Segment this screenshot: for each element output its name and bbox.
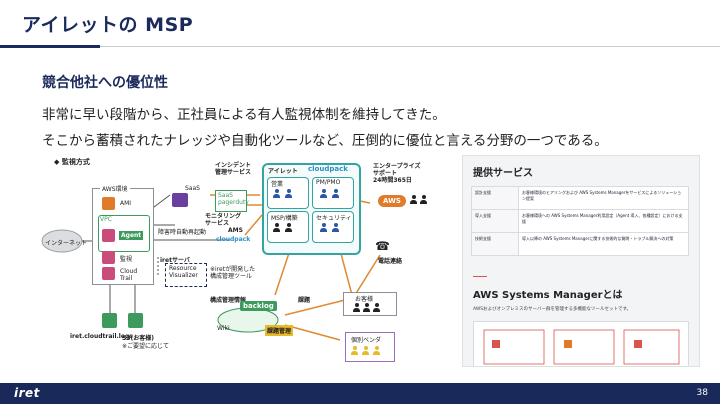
- monitoring-label: モニタリング サービス: [205, 213, 242, 227]
- row-key: 技術支援: [471, 232, 519, 256]
- body-line-1: 非常に早い段階から、正社員による有人監視体制を維持してきた。: [42, 107, 446, 123]
- ssm-description: AWSおよびオンプレミスのサーバー群を管理する多機能なツールセットです。: [473, 307, 632, 312]
- wiki-label: Wiki: [217, 325, 230, 332]
- footer-bar: iret 38: [0, 383, 720, 404]
- table-row: 技術支援 導入以降の AWS Systems Managerに関する技術的な質問…: [471, 232, 689, 256]
- diagram-heading: ◆ 監視方式: [54, 158, 90, 166]
- s3-label: S3(お客様): [122, 335, 154, 342]
- customer-box: [343, 292, 397, 316]
- person-icon: [285, 189, 292, 198]
- team-cloudpack-logo: cloudpack: [308, 165, 348, 173]
- table-row: 導入支援 お客様環境への AWS Systems Manager利用設定（Age…: [471, 209, 689, 233]
- vpc-label: VPC: [100, 216, 112, 223]
- role-pm: [312, 177, 354, 209]
- iret-logo: iret: [14, 386, 40, 400]
- role-security-label: セキュリティ: [316, 215, 352, 222]
- ssm-heading: AWS Systems Managerとは: [473, 290, 623, 301]
- failure-restart-label: 障害時自動再起動: [158, 229, 207, 236]
- customer-label: お客様: [355, 296, 374, 303]
- person-icon: [285, 223, 292, 232]
- cloudtrail-icon: [102, 267, 115, 280]
- person-icon: [332, 189, 339, 198]
- resource-visualizer-box: [165, 263, 207, 287]
- row-key: 設計支援: [471, 186, 519, 210]
- vendor-label: 個別ベンダ: [351, 337, 382, 344]
- person-icon: [410, 195, 417, 204]
- service-heading: 提供サービス: [473, 168, 533, 179]
- ams-cloudpack-logo: cloudpack: [216, 236, 251, 243]
- person-icon: [273, 189, 280, 198]
- iret-team-label: アイレット: [268, 168, 298, 175]
- vpc-box: [98, 215, 150, 252]
- ticket-label: 課題: [298, 297, 311, 304]
- logs-bucket-icon: [102, 313, 117, 328]
- role-security: [312, 211, 354, 243]
- config-mgmt-label: 構成管理情報: [210, 297, 247, 304]
- table-row: 設計支援 お客様環境のヒアリングおよび AWS Systems Managerを…: [471, 186, 689, 210]
- architecture-thumbnail: [473, 321, 689, 366]
- agent-icon: [102, 229, 115, 242]
- aws-env-label: AWS環境: [100, 184, 130, 193]
- page-number: 38: [696, 388, 708, 398]
- service-table: 設計支援 お客様環境のヒアリングおよび AWS Systems Managerを…: [471, 186, 689, 256]
- person-icon: [273, 223, 280, 232]
- role-sales-label: 営業: [271, 181, 284, 188]
- ams-label: AMS: [228, 227, 243, 234]
- incident-label: インシデント 管理サービス: [215, 162, 252, 176]
- person-icon: [363, 303, 370, 312]
- backlog-logo: backlog: [240, 301, 277, 311]
- pagerduty-label: SaaS pagerduty: [218, 192, 249, 206]
- panel-accent-line: [473, 276, 487, 277]
- person-icon: [420, 195, 427, 204]
- ami-label: AMI: [120, 200, 132, 207]
- role-pm-label: PM/PMO: [316, 179, 341, 186]
- service-panel: 提供サービス 設計支援 お客様環境のヒアリングおよび AWS Systems M…: [462, 155, 700, 367]
- ticket-mgmt-label: 課題管理: [265, 325, 294, 336]
- person-icon: [373, 346, 380, 355]
- role-msp-label: MSP/構築: [271, 215, 298, 222]
- role-msp: [267, 211, 309, 243]
- person-icon: [320, 189, 327, 198]
- logs-label: iret.cloudtrail.logs: [70, 333, 133, 340]
- monitor-icon: [102, 251, 115, 264]
- title-divider: [0, 46, 720, 47]
- ami-icon: [102, 197, 115, 210]
- cloudtrail-label: Cloud Trail: [120, 268, 138, 282]
- row-key: 導入支援: [471, 209, 519, 233]
- s3-note: ※ご要望に応じて: [122, 343, 170, 350]
- slide-title: アイレットの MSP: [22, 14, 194, 36]
- phone-icon: ☎: [375, 239, 390, 253]
- person-icon: [373, 303, 380, 312]
- title-divider-accent: [0, 45, 100, 48]
- row-value: 導入以降の AWS Systems Managerに関する技術的な質問・トラブル…: [518, 232, 689, 256]
- pagerduty-box: [215, 190, 247, 212]
- monitor-label: 監視: [120, 256, 133, 263]
- person-icon: [351, 346, 358, 355]
- row-value: お客様環境への AWS Systems Manager利用設定（Agent 導入…: [518, 209, 689, 233]
- person-icon: [362, 346, 369, 355]
- enterprise-support-label: エンタープライズ サポート 24時間365日: [373, 163, 421, 184]
- section-subtitle: 競合他社への優位性: [42, 75, 168, 91]
- iret-tool-note: ※iretが開発した 構成管理ツール: [210, 266, 256, 280]
- saas-app-icon: [172, 193, 188, 207]
- person-icon: [332, 223, 339, 232]
- person-icon: [353, 303, 360, 312]
- iret-server-label: iretサーバ: [160, 257, 190, 264]
- body-line-2: そこから蓄積されたナレッジや自動化ツールなど、圧倒的に優位と言える分野の一つであ…: [42, 133, 608, 149]
- resource-visualizer-label: Resource Visualizer: [169, 265, 198, 279]
- row-value: お客様環境のヒアリングおよび AWS Systems Managerをサービスに…: [518, 186, 689, 210]
- s3-bucket-icon: [128, 313, 143, 328]
- monitoring-diagram: ◆ 監視方式 AWS環境 VPC AMI Agent 監視 Cloud Trai…: [40, 155, 445, 375]
- aws-badge: AWS: [378, 195, 406, 207]
- role-sales: [267, 177, 309, 209]
- diagram-connectors: [41, 194, 381, 341]
- saas-label: SaaS: [185, 185, 200, 192]
- agent-label: Agent: [119, 231, 144, 240]
- person-icon: [320, 223, 327, 232]
- phone-contact-label: 電話連絡: [378, 258, 403, 265]
- thumbnail-diagram: [483, 329, 680, 365]
- internet-label: インターネット: [45, 240, 88, 247]
